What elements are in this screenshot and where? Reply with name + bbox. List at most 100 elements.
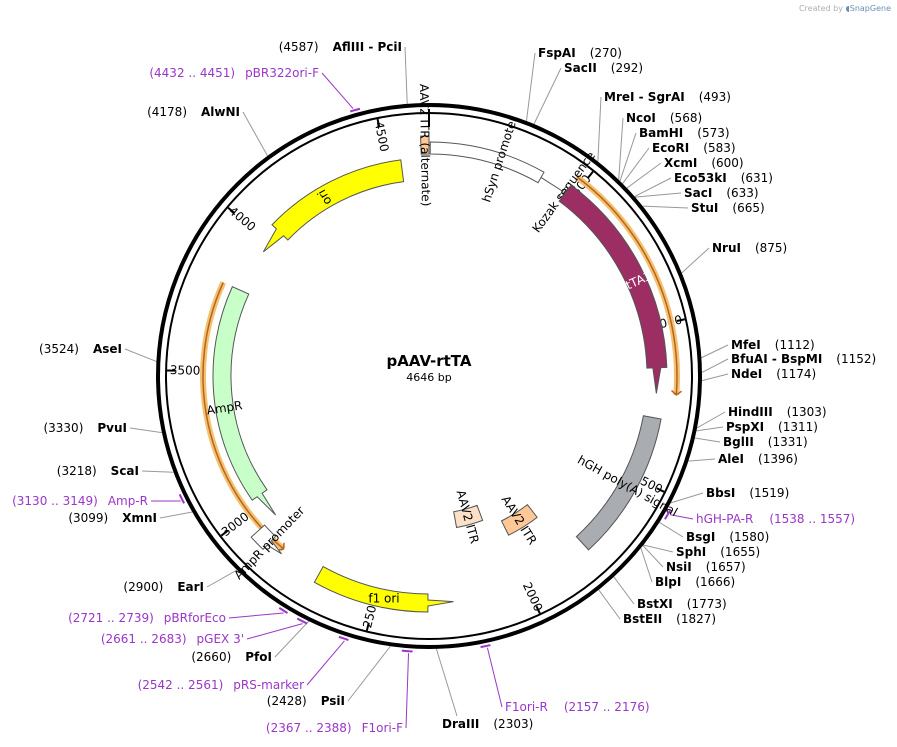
primer-site[interactable]: F1ori-R(2157 .. 2176) xyxy=(505,700,650,714)
tick-label-4500: 4500 xyxy=(372,120,392,153)
enzyme-site[interactable]: PfoI(2660) xyxy=(191,650,272,664)
enzyme-site[interactable]: MfeI (1112) xyxy=(731,338,815,352)
enzyme-site[interactable]: AseI(3524) xyxy=(39,342,122,356)
feature-label-ori: ori xyxy=(315,187,335,208)
primer-range: (4432 .. 4451) xyxy=(149,66,235,80)
enzyme-site[interactable]: EarI(2900) xyxy=(123,580,204,594)
enzyme-name: SacII xyxy=(564,61,597,75)
enzyme-site[interactable]: SacII(292) xyxy=(564,61,643,75)
feature-f1-ori[interactable] xyxy=(313,565,454,613)
enzyme-site[interactable]: MreI - SgrAI(493) xyxy=(604,90,731,104)
feature-rtta3[interactable] xyxy=(558,184,668,394)
leader-BamHI xyxy=(619,132,637,182)
enzyme-site[interactable]: BstEII(1827) xyxy=(623,612,716,626)
tick-label-3500: 3500 xyxy=(170,363,201,378)
enzyme-site[interactable]: DraIII(2303) xyxy=(442,717,533,731)
enzyme-site[interactable]: PsiI(2428) xyxy=(267,694,345,708)
enzyme-site[interactable]: SphI(1655) xyxy=(676,545,760,559)
enzyme-site[interactable]: PspXI(1311) xyxy=(726,420,818,434)
feature-aav2-itr-1[interactable] xyxy=(500,503,538,536)
enzyme-site[interactable]: NdeI(1174) xyxy=(731,367,816,381)
enzyme-position: (1331) xyxy=(768,435,808,449)
enzyme-name: AlwNI xyxy=(201,105,240,119)
primer-site[interactable]: F1ori-F(2367 .. 2388) xyxy=(266,721,403,735)
enzyme-position: (4587) xyxy=(279,40,319,54)
plasmid-name: pAAV-rtTA xyxy=(387,352,472,370)
feature-ori[interactable] xyxy=(262,159,405,253)
tick-mark-1500 xyxy=(656,487,665,493)
enzyme-site[interactable]: NsiI(1657) xyxy=(666,560,746,574)
enzyme-site[interactable]: BfuAI - BspMI(1152) xyxy=(731,352,876,366)
leader-BlpI xyxy=(640,547,653,583)
enzyme-name: BlpI xyxy=(655,575,681,589)
enzyme-name: PvuI xyxy=(97,421,127,435)
primer-site[interactable]: Amp-R(3130 .. 3149) xyxy=(12,494,148,508)
enzyme-site[interactable]: AflIII - PciI(4587) xyxy=(279,40,402,54)
enzyme-name: NdeI xyxy=(731,367,762,381)
leader-PfoI xyxy=(274,620,310,658)
enzyme-site[interactable]: FspAI(270) xyxy=(538,46,622,60)
primer-leader-pGEX 3' xyxy=(246,623,303,640)
leader-PsiI xyxy=(347,645,391,702)
enzyme-site[interactable]: XcmI(600) xyxy=(664,156,744,170)
enzyme-name: NcoI xyxy=(626,111,656,125)
primer-name: pBR322ori-F xyxy=(245,66,319,80)
enzyme-name: StuI xyxy=(691,201,718,215)
primer-name: pBRforEco xyxy=(164,611,226,625)
enzyme-site[interactable]: BglII(1331) xyxy=(723,435,808,449)
enzyme-site[interactable]: BamHI(573) xyxy=(639,126,730,140)
enzyme-site[interactable]: PvuI(3330) xyxy=(43,421,127,435)
enzyme-site[interactable]: BbsI(1519) xyxy=(706,486,789,500)
enzyme-site[interactable]: EcoRI(583) xyxy=(652,141,736,155)
leader-SacI xyxy=(635,192,682,198)
primer-site[interactable]: pRS-marker(2542 .. 2561) xyxy=(138,678,304,692)
enzyme-site[interactable]: BstXI(1773) xyxy=(637,597,727,611)
enzyme-name: NsiI xyxy=(666,560,692,574)
enzyme-name: MfeI xyxy=(731,338,761,352)
enzyme-name: ScaI xyxy=(111,464,139,478)
enzyme-site[interactable]: AlwNI(4178) xyxy=(147,105,240,119)
enzyme-site[interactable]: SacI(633) xyxy=(684,186,759,200)
primer-name: hGH-PA-R xyxy=(696,512,753,526)
enzyme-site[interactable]: StuI(665) xyxy=(691,201,765,215)
feature-ampr-promoter[interactable] xyxy=(250,524,282,555)
enzyme-site[interactable]: Eco53kI(631) xyxy=(674,171,773,185)
enzyme-name: PspXI xyxy=(726,420,764,434)
enzyme-site[interactable]: NruI(875) xyxy=(712,241,787,255)
tick-mark-3000 xyxy=(220,529,229,537)
credit-prefix: Created by xyxy=(798,4,843,13)
enzyme-site[interactable]: BsgI(1580) xyxy=(686,530,769,544)
enzyme-site[interactable]: AleI(1396) xyxy=(718,452,798,466)
feature-ampr[interactable] xyxy=(212,285,277,516)
leader-BsgI xyxy=(659,521,684,538)
enzyme-position: (1580) xyxy=(729,530,769,544)
leader-lines xyxy=(124,46,729,729)
enzyme-position: (1112) xyxy=(775,338,815,352)
enzyme-site[interactable]: BlpI(1666) xyxy=(655,575,735,589)
feature-hsyn-promoter[interactable] xyxy=(429,141,563,192)
primer-range: (2542 .. 2561) xyxy=(138,678,224,692)
primer-site[interactable]: pGEX 3'(2661 .. 2683) xyxy=(101,632,244,646)
primer-site[interactable]: hGH-PA-R(1538 .. 1557) xyxy=(696,512,855,526)
leader-ScaI xyxy=(141,470,174,473)
tick-label-2000: 2000 xyxy=(520,580,546,614)
primer-site[interactable]: pBR322ori-F (4432 .. 4451) xyxy=(149,66,319,80)
enzyme-site[interactable]: NcoI(568) xyxy=(626,111,702,125)
enzyme-site[interactable]: ScaI(3218) xyxy=(57,464,139,478)
enzyme-name: EcoRI xyxy=(652,141,689,155)
enzyme-position: (1396) xyxy=(758,452,798,466)
enzyme-site[interactable]: HindIII(1303) xyxy=(728,405,827,419)
leader-PvuI xyxy=(129,427,163,434)
feature-aav2-itr-alt[interactable] xyxy=(420,135,430,155)
primer-mark-pRS-marker xyxy=(338,635,349,641)
feature-aav2-itr-2[interactable] xyxy=(453,504,484,529)
feature-hgh-polya[interactable] xyxy=(575,415,662,551)
leader-AflIII - PciI xyxy=(404,46,408,104)
enzyme-site[interactable]: XmnI(3099) xyxy=(68,511,157,525)
primer-site[interactable]: pBRforEco(2721 .. 2739) xyxy=(68,611,226,625)
leader-BfuAI - BspMI xyxy=(701,358,729,373)
leader-Eco53kI xyxy=(634,177,672,197)
primer-mark-hGH-PA-R xyxy=(664,510,671,520)
